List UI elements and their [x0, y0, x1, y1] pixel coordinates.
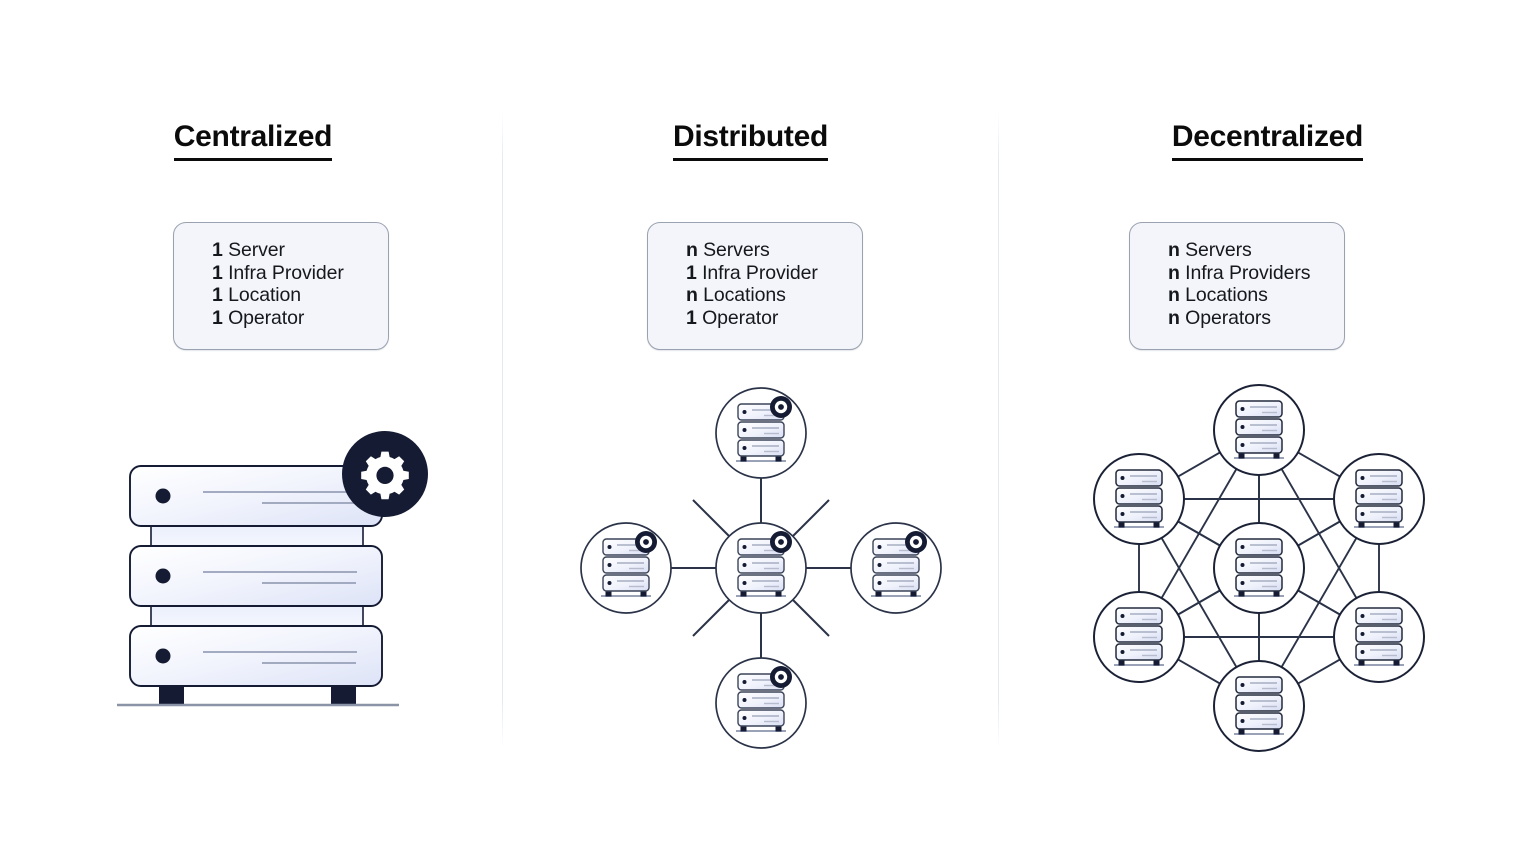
graph-node-top: [715, 387, 807, 479]
edge-top-left: [692, 499, 730, 537]
spec-line: 1 Server: [212, 239, 388, 262]
graph-node-top: [1213, 384, 1305, 476]
column-divider-2: [998, 112, 999, 750]
graph-node-left: [580, 522, 672, 614]
centralized-illustration: [109, 398, 449, 738]
spec-line: 1 Infra Provider: [212, 262, 388, 285]
spec-label: Servers: [703, 239, 770, 261]
spec-line: n Servers: [1168, 239, 1344, 262]
rack-unit-middle: [129, 545, 383, 607]
spec-card-distributed: n Servers 1 Infra Provider n Locations 1…: [647, 222, 863, 350]
graph-node-bottom: [1213, 660, 1305, 752]
spec-label: Infra Provider: [702, 261, 818, 284]
graph-edges: [671, 478, 851, 658]
graph-node-center: [715, 522, 807, 614]
spec-count: 1: [686, 261, 697, 284]
page-title-centralized: Centralized: [4, 120, 502, 161]
spec-label: Infra Providers: [1185, 261, 1311, 284]
spec-label: Locations: [1185, 284, 1268, 307]
spec-line: 1 Location: [212, 284, 388, 307]
spec-count: 1: [212, 239, 223, 261]
spec-label: Operator: [702, 306, 779, 329]
edge-bottom-left: [692, 599, 730, 637]
spec-label: Servers: [1185, 239, 1252, 261]
spec-count: n: [686, 284, 698, 307]
spec-label: Infra Provider: [228, 261, 344, 284]
spec-label: Server: [228, 239, 285, 261]
spec-count: n: [1168, 239, 1180, 261]
edge-top-right: [792, 499, 830, 537]
graph-node-upper-left: [1093, 453, 1185, 545]
spec-line: n Locations: [1168, 284, 1344, 307]
distributed-illustration: [561, 368, 961, 768]
spec-line: 1 Operator: [212, 307, 388, 330]
graph-node-bottom: [715, 657, 807, 749]
column-centralized: Centralized 1 Server 1 Infra Provider 1 …: [4, 0, 502, 864]
status-led: [155, 568, 171, 584]
column-title-text: Distributed: [672, 120, 828, 161]
spec-count: 1: [212, 284, 223, 307]
graph-node-center: [1213, 522, 1305, 614]
spec-count: 1: [686, 306, 697, 329]
status-led: [155, 648, 171, 664]
spec-line: n Infra Providers: [1168, 262, 1344, 285]
spec-count: n: [686, 239, 698, 261]
column-title-text: Decentralized: [1171, 120, 1363, 161]
column-distributed: Distributed n Servers 1 Infra Provider n…: [503, 0, 998, 864]
spec-line: 1 Operator: [686, 307, 862, 330]
column-title-text: Centralized: [173, 120, 333, 161]
spec-line: n Servers: [686, 239, 862, 262]
gear-icon: [342, 431, 428, 517]
spec-label: Locations: [703, 284, 786, 307]
page-title-distributed: Distributed: [503, 120, 998, 161]
spec-count: n: [1168, 306, 1180, 329]
spec-count: 1: [212, 306, 223, 329]
spec-card-centralized: 1 Server 1 Infra Provider 1 Location 1 O…: [173, 222, 389, 350]
graph-node-lower-left: [1093, 591, 1185, 683]
spec-count: n: [1168, 284, 1180, 307]
graph-node-right: [850, 522, 942, 614]
column-decentralized: Decentralized n Servers n Infra Provider…: [999, 0, 1536, 864]
spec-count: 1: [212, 261, 223, 284]
graph-node-lower-right: [1333, 591, 1425, 683]
spec-line: n Operators: [1168, 307, 1344, 330]
spec-line: n Locations: [686, 284, 862, 307]
spec-label: Operator: [228, 306, 305, 329]
rack-unit-bottom: [129, 625, 383, 687]
rack-unit-top: [129, 465, 383, 527]
spec-label: Operators: [1185, 306, 1271, 329]
edge-bottom-right: [792, 599, 830, 637]
spec-label: Location: [228, 284, 302, 307]
page-title-decentralized: Decentralized: [999, 120, 1536, 161]
spec-line: 1 Infra Provider: [686, 262, 862, 285]
graph-node-upper-right: [1333, 453, 1425, 545]
column-divider-1: [502, 112, 503, 750]
decentralized-illustration: [1059, 368, 1459, 768]
status-led: [155, 488, 171, 504]
spec-card-decentralized: n Servers n Infra Providers n Locations …: [1129, 222, 1345, 350]
spec-count: n: [1168, 261, 1180, 284]
